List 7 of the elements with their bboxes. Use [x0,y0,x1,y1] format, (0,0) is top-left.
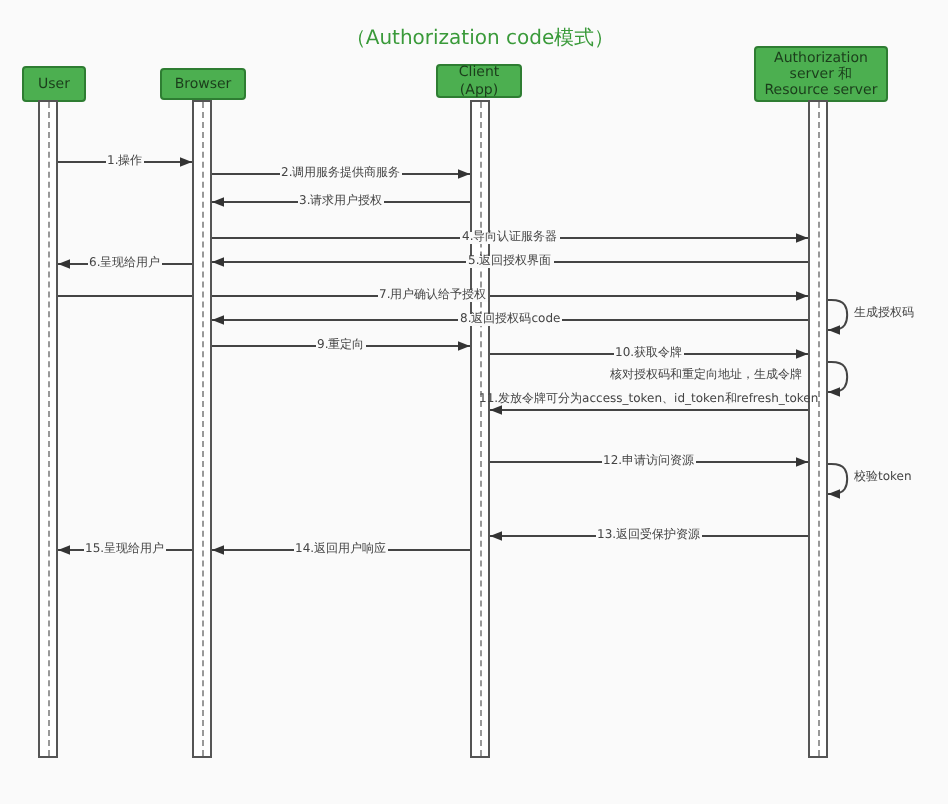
self-message-arrow [827,299,849,335]
diagram-title: （Authorization code模式） [343,25,617,52]
message-arrow [489,405,809,415]
self-message-arrow [827,463,849,499]
activation-bar [192,100,212,758]
self-message-arrow [827,361,849,397]
activation-bar [38,100,58,758]
